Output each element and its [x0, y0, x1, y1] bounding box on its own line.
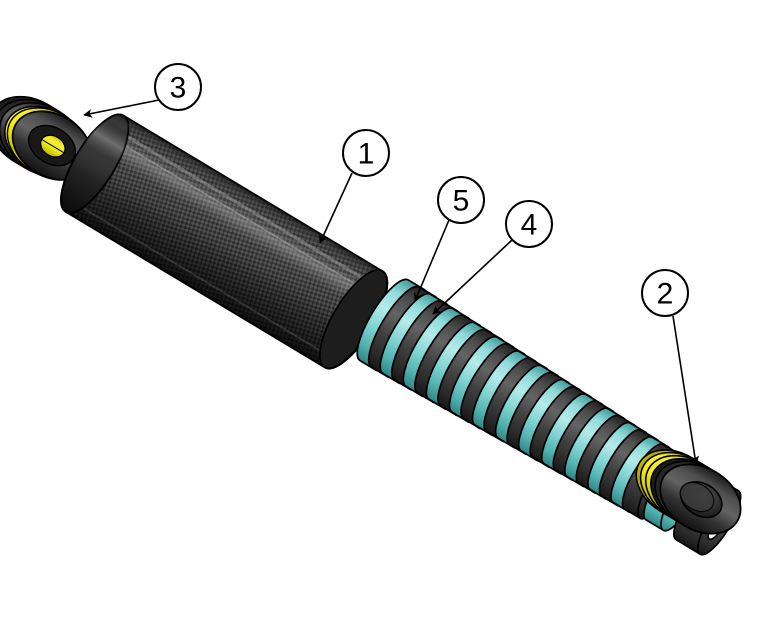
- balloon-2[interactable]: 2: [641, 269, 700, 465]
- leader-line: [319, 172, 353, 244]
- balloon-5[interactable]: 5: [414, 176, 485, 302]
- balloon-circle[interactable]: [437, 176, 485, 224]
- balloon-number: 4: [521, 209, 538, 242]
- balloon-number: 2: [657, 278, 674, 311]
- balloon-circle[interactable]: [154, 63, 202, 111]
- carbon-fiber-tube: [60, 113, 389, 370]
- balloon-layer: 3 1 5 4 2: [83, 63, 700, 465]
- balloon-circle[interactable]: [342, 129, 390, 177]
- leader-line: [672, 315, 700, 465]
- balloon-circle[interactable]: [641, 269, 689, 317]
- balloon-number: 1: [358, 138, 375, 171]
- balloon-number: 3: [170, 72, 187, 105]
- balloon-4[interactable]: 4: [432, 200, 553, 315]
- balloon-circle[interactable]: [505, 200, 553, 248]
- balloon-number: 5: [453, 185, 470, 218]
- balloon-1[interactable]: 1: [319, 129, 390, 244]
- leader-line: [414, 219, 450, 302]
- leader-line: [83, 99, 160, 118]
- leader-line: [432, 239, 513, 315]
- balloon-3[interactable]: 3: [83, 63, 202, 118]
- left-end-cap: [0, 95, 93, 181]
- right-end-cap: [635, 449, 742, 535]
